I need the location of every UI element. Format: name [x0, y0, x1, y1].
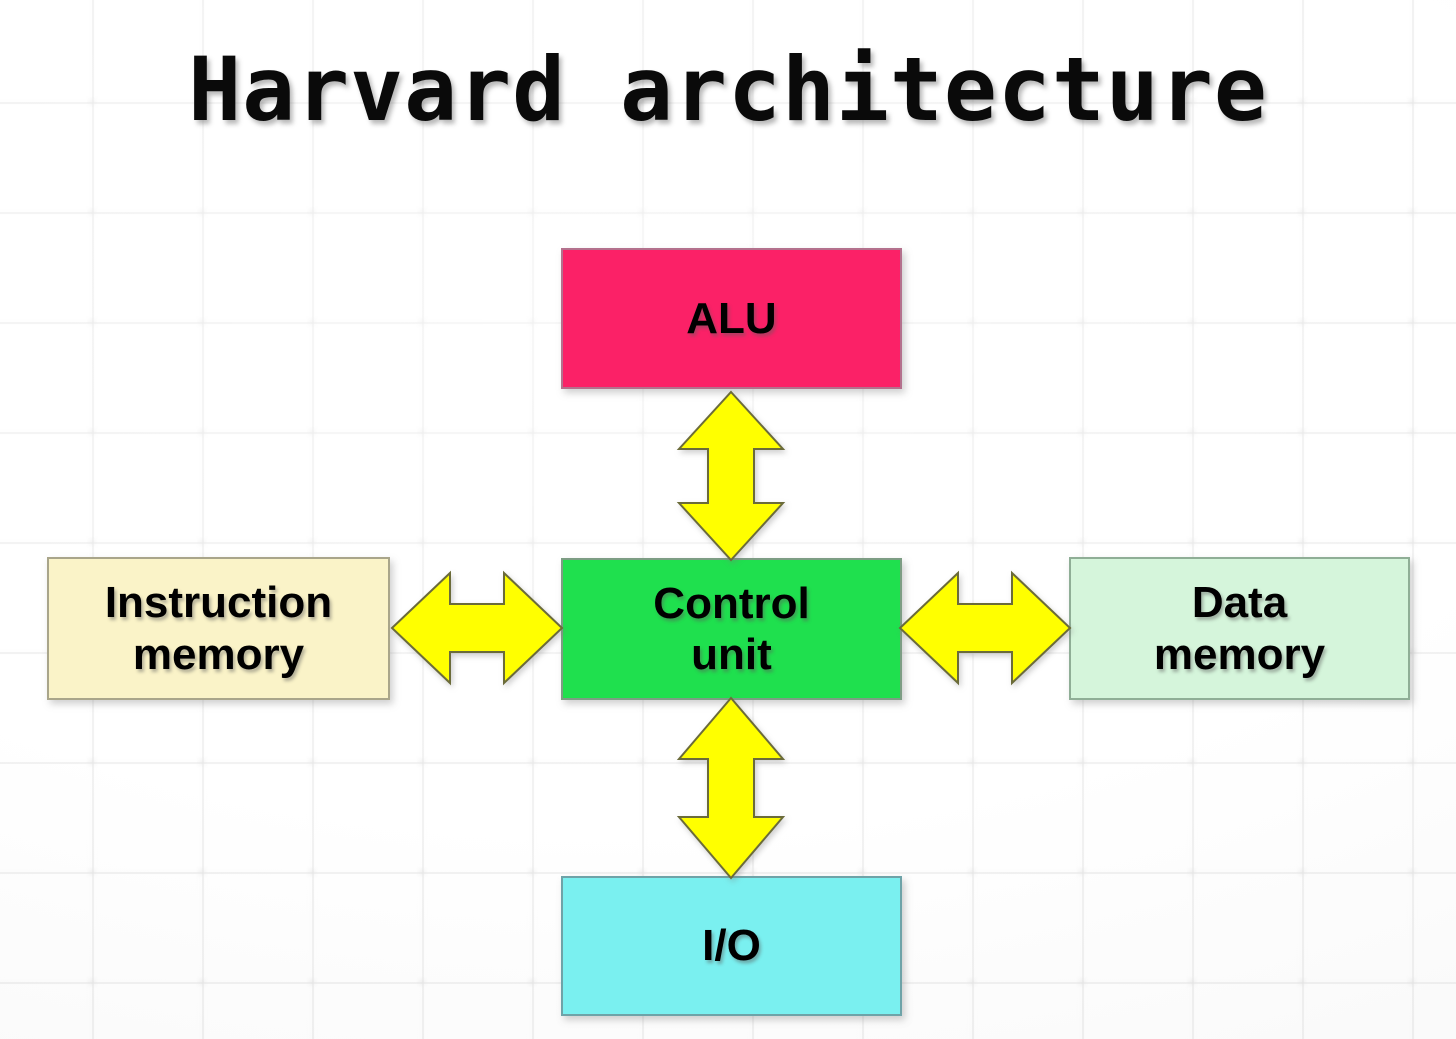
node-instruction-memory-line2: memory — [132, 629, 305, 679]
connector-control-unit-data-memory-double-arrow-icon — [898, 570, 1072, 686]
node-control-unit[interactable]: Control unit — [561, 558, 902, 700]
node-alu-label: ALU — [686, 293, 777, 343]
node-instruction-memory-label: Instruction memory — [105, 577, 332, 679]
node-instruction-memory-line1: Instruction — [104, 578, 333, 628]
connector-instruction-memory-control-unit-double-arrow-icon — [390, 570, 564, 686]
node-data-memory[interactable]: Data memory — [1069, 557, 1410, 700]
node-data-memory-line2: memory — [1153, 629, 1326, 679]
node-data-memory-line1: Data — [1191, 578, 1288, 628]
node-data-memory-label: Data memory — [1154, 577, 1325, 679]
node-instruction-memory[interactable]: Instruction memory — [47, 557, 390, 700]
node-control-unit-line1: Control — [653, 578, 810, 628]
node-control-unit-line2: unit — [691, 630, 772, 679]
page-title: Harvard architecture — [188, 38, 1268, 141]
connector-alu-control-unit-double-arrow-icon — [676, 390, 786, 562]
node-io-label: I/O — [702, 921, 761, 971]
node-io[interactable]: I/O — [561, 876, 902, 1016]
node-control-unit-label: Control unit — [653, 578, 809, 680]
connector-control-unit-io-double-arrow-icon — [676, 696, 786, 880]
node-alu[interactable]: ALU — [561, 248, 902, 389]
